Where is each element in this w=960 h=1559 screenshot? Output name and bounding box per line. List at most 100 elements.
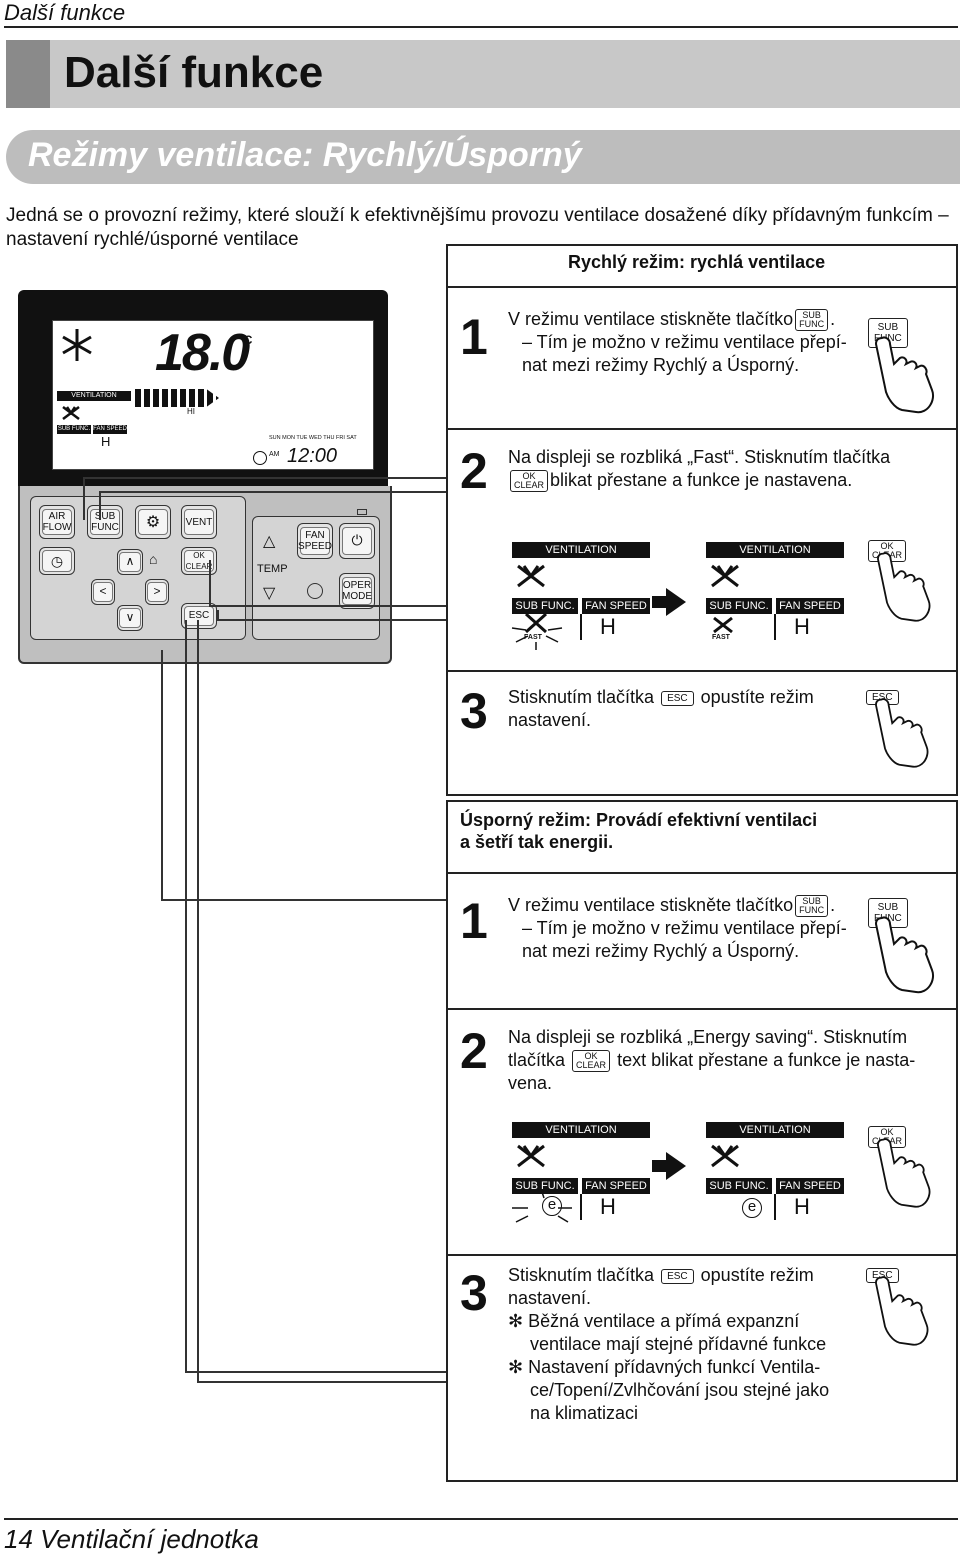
key-func: FUNC xyxy=(799,319,825,330)
fast-display-after: VENTILATION SUB FUNC. FAN SPEED FAST H xyxy=(706,542,846,652)
fast-step1-line1a: V režimu ventilace stiskněte tlačítko xyxy=(508,309,794,329)
display-fan-level: H xyxy=(101,434,111,449)
fast-after-sub-func: SUB FUNC. xyxy=(706,598,772,614)
eco-note2-line2: ce/Topení/Zvlhčování jsou stejné jako xyxy=(530,1380,830,1400)
fast-after-divider xyxy=(774,614,776,640)
remote-controller: 18.0 °C VENTILATION HI SUB FUNC. FAN SPE… xyxy=(18,290,392,664)
temp-down-icon[interactable]: ▽ xyxy=(263,585,276,602)
page-footer: 14 Ventilační jednotka xyxy=(4,1524,259,1554)
running-header: Další funkce xyxy=(4,0,126,25)
section-band: Režimy ventilace: Rychlý/Úsporný xyxy=(6,130,960,184)
eco-hand-key-sub: SUB xyxy=(877,902,899,913)
oper-mode-button[interactable]: OPER MODE xyxy=(339,573,375,609)
eco-after-fan-speed: FAN SPEED xyxy=(776,1178,844,1194)
fast-after-mode-fan-icon xyxy=(713,616,733,634)
fan-speed-button[interactable]: FAN SPEED xyxy=(297,523,333,559)
fan-speed-label: FAN SPEED xyxy=(298,527,332,555)
timer-button[interactable]: ◷ xyxy=(39,547,75,575)
fast-after-mode: FAST xyxy=(712,634,730,641)
fast-step1-line3: nat mezi režimy Rychlý a Úsporný. xyxy=(522,355,800,376)
eco-step3-line2: nastavení. xyxy=(508,1288,592,1308)
eco-before-fan-icon xyxy=(517,1144,545,1168)
eco-before-mode: e xyxy=(542,1196,562,1216)
temp-up-icon[interactable]: △ xyxy=(263,533,276,550)
fast-step3-text: Stisknutím tlačítka ESC opustíte režim n… xyxy=(508,686,848,732)
display-hi: HI xyxy=(187,407,195,416)
fast-step1-line1b: . xyxy=(830,309,836,329)
key-ok: OK xyxy=(522,471,536,482)
eco-step1-line1b: . xyxy=(830,895,836,915)
display-temp-unit: °C xyxy=(239,333,253,347)
eco-note1-line1: Běžná ventilace a přímá expanzní xyxy=(528,1311,800,1331)
up-arrow-icon: ∧ xyxy=(119,551,141,573)
hand-pointer-icon-3 xyxy=(875,698,929,768)
eco-mode-box: Úsporný režim: Provádí efektivní ventila… xyxy=(446,800,958,1482)
fast-after-ventilation: VENTILATION xyxy=(706,542,844,558)
title-tab xyxy=(6,40,50,108)
key-sub: SUB xyxy=(802,310,821,321)
eco-before-ventilation: VENTILATION xyxy=(512,1122,650,1138)
fast-step3-hand: ESC xyxy=(860,686,950,786)
remote-sub-func-button[interactable]: SUB FUNC xyxy=(87,505,123,539)
arrow-right-icon xyxy=(666,588,686,616)
eco-esc-key-icon: ESC xyxy=(661,1268,694,1284)
down-arrow-icon: ∨ xyxy=(119,607,141,629)
clock-icon xyxy=(253,451,267,465)
temp-label: TEMP xyxy=(257,563,288,575)
vent-button[interactable]: VENT xyxy=(181,505,217,539)
left-keypad: AIR FLOW SUB FUNC ⚙ VENT ◷ ∧ ⌂ OK CLEAR … xyxy=(30,496,246,640)
power-icon: ⏻ xyxy=(342,527,372,555)
eco-step3-line1a: Stisknutím tlačítka xyxy=(508,1265,655,1285)
eco-step3-hand: ESC xyxy=(860,1264,950,1364)
power-button[interactable]: ⏻ xyxy=(339,523,375,559)
eco-row-divider-2 xyxy=(448,1008,956,1010)
eco-key-clear: CLEAR xyxy=(576,1060,607,1071)
up-arrow-button[interactable]: ∧ xyxy=(117,549,143,575)
display-days: SUN MON TUE WED THU FRI SAT xyxy=(269,435,357,441)
fast-step1-number: 1 xyxy=(460,309,488,365)
fast-step3-line1a: Stisknutím tlačítka xyxy=(508,687,655,707)
asterisk-icon: ✻ xyxy=(508,1311,524,1331)
eco-mode-title-line2: a šetří tak energii. xyxy=(460,832,614,852)
esc-key-icon: ESC xyxy=(661,690,694,706)
fan-bars xyxy=(135,389,219,407)
settings-button[interactable]: ⚙ xyxy=(135,505,171,539)
eco-blink-icon xyxy=(512,1191,572,1223)
indicator-led xyxy=(357,509,367,515)
air-flow-button[interactable]: AIR FLOW xyxy=(39,505,75,539)
eco-step3-text: Stisknutím tlačítka ESC opustíte režim n… xyxy=(508,1264,848,1425)
eco-step3-number: 3 xyxy=(460,1265,488,1321)
fast-step1-line2: – Tím je možno v režimu ventilace přepí- xyxy=(522,332,847,353)
display-am: AM xyxy=(269,451,280,458)
fast-after-fan-icon xyxy=(711,564,739,588)
fast-step2-number: 2 xyxy=(460,443,488,499)
oper-mode-label: OPER MODE xyxy=(342,577,372,605)
asterisk-icon-2: ✻ xyxy=(508,1357,524,1377)
eco-key-sub: SUB xyxy=(802,896,821,907)
hand-pointer-icon-4 xyxy=(874,916,934,994)
fast-before-mode: FAST xyxy=(524,634,542,641)
eco-after-ventilation: VENTILATION xyxy=(706,1122,844,1138)
eco-step1-text: V režimu ventilace stiskněte tlačítko SUB… xyxy=(508,894,858,963)
eco-arrow-right-icon xyxy=(666,1152,686,1180)
eco-note2-line1: Nastavení přídavných funkcí Ventila- xyxy=(528,1357,821,1377)
fast-step3-line2: nastavení. xyxy=(508,710,592,730)
down-arrow-button[interactable]: ∨ xyxy=(117,605,143,631)
display-ventilation-label: VENTILATION xyxy=(57,391,131,401)
eco-step1-number: 1 xyxy=(460,893,488,949)
right-arrow-button[interactable]: > xyxy=(145,579,169,605)
fast-row-divider-2 xyxy=(448,428,956,430)
eco-step2-text: Na displeji se rozbliká „Energy saving“.… xyxy=(508,1026,948,1095)
fast-row-divider-3 xyxy=(448,670,956,672)
left-arrow-button[interactable]: < xyxy=(91,579,115,605)
eco-step1-line1a: V režimu ventilace stiskněte tlačítko xyxy=(508,895,794,915)
fast-before-fan-speed: FAN SPEED xyxy=(582,598,650,614)
eco-note1-line2: ventilace mají stejné přídavné funkce xyxy=(530,1334,827,1354)
eco-step3-line1b: opustíte režim xyxy=(700,1265,814,1285)
gear-icon: ⚙ xyxy=(138,508,168,536)
hand-pointer-icon xyxy=(874,336,934,414)
timer-icon: ◷ xyxy=(42,550,72,572)
